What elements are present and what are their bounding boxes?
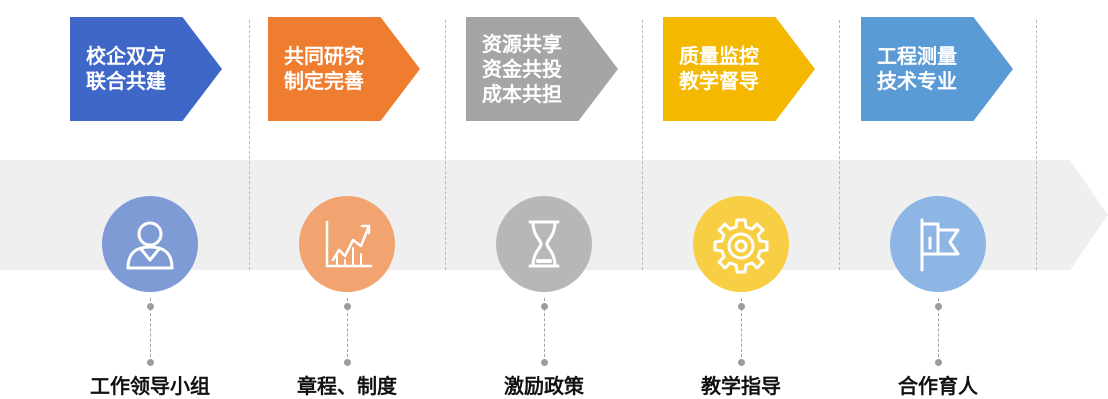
step-1-label: 工作领导小组 <box>90 374 210 398</box>
step-1-circle <box>102 196 198 292</box>
connector-line <box>150 298 151 362</box>
step-5-label: 合作育人 <box>898 374 978 398</box>
step-3-label: 激励政策 <box>504 374 584 398</box>
step-4-circle <box>693 196 789 292</box>
connector-dot <box>147 303 154 310</box>
connector-dot <box>738 303 745 310</box>
separator-line <box>249 20 250 270</box>
step-2-label: 章程、制度 <box>297 374 397 398</box>
step-2-circle <box>299 196 395 292</box>
separator-line <box>642 20 643 270</box>
connector-dot <box>935 303 942 310</box>
connector-line <box>938 298 939 362</box>
connector-line <box>741 298 742 362</box>
connector-line <box>544 298 545 362</box>
step-3-circle <box>496 196 592 292</box>
person-icon <box>126 221 174 270</box>
step-2-tag: 共同研究 制定完善 <box>268 17 420 121</box>
connector-dot <box>541 359 548 366</box>
separator-line <box>839 20 840 270</box>
connector-dot <box>738 359 745 366</box>
step-1-tag: 校企双方 联合共建 <box>70 17 222 121</box>
connector-dot <box>147 359 154 366</box>
step-2-tag-text: 共同研究 制定完善 <box>284 44 364 93</box>
step-5-tag: 工程测量 技术专业 <box>861 17 1013 121</box>
separator-line <box>1036 20 1037 270</box>
growth-chart-icon <box>325 220 373 268</box>
connector-dot <box>344 303 351 310</box>
step-5-tag-text: 工程测量 技术专业 <box>877 44 957 93</box>
connector-dot <box>344 359 351 366</box>
connector-line <box>347 298 348 362</box>
hourglass-icon <box>528 220 560 268</box>
gear-icon <box>713 218 769 274</box>
step-1-tag-text: 校企双方 联合共建 <box>86 44 166 93</box>
step-3-tag: 资源共享 资金共投 成本共担 <box>466 17 618 121</box>
step-3-tag-text: 资源共享 资金共投 成本共担 <box>482 31 562 106</box>
flag-icon <box>920 218 960 272</box>
connector-dot <box>935 359 942 366</box>
step-4-tag: 质量监控 教学督导 <box>663 17 815 121</box>
step-5-circle <box>890 196 986 292</box>
separator-line <box>445 20 446 270</box>
step-4-tag-text: 质量监控 教学督导 <box>679 44 759 93</box>
step-4-label: 教学指导 <box>701 374 781 398</box>
connector-dot <box>541 303 548 310</box>
